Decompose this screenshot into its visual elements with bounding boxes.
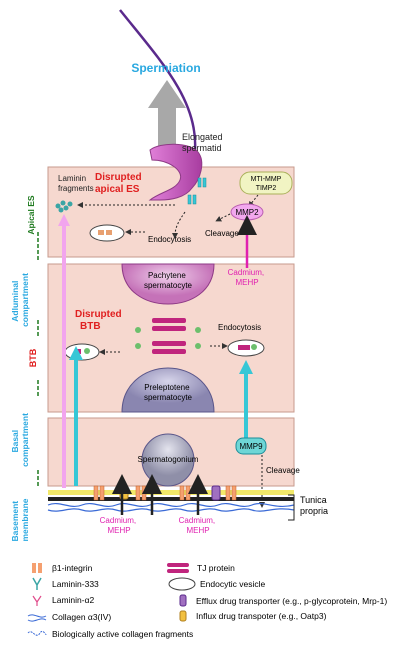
cadmium-mehp-right-label: Cadmium, MEHP — [228, 268, 267, 287]
collagen-fibers — [47, 502, 295, 508]
legend-collagen-fragments: Biologically active collagen fragments — [27, 629, 193, 639]
svg-text:Collagen α3(IV): Collagen α3(IV) — [52, 612, 111, 622]
btb-side-label: BTB — [28, 348, 38, 367]
legend-tj-protein: TJ protein — [167, 563, 235, 573]
disrupted-apical-es-label: Disrupted apical ES — [95, 172, 144, 195]
apical-es-side-label: Apical ES — [26, 195, 36, 235]
legend-laminin-a2: Laminin-α2 — [32, 595, 95, 606]
mt1-mmp-label: MTI-MMP — [251, 176, 282, 183]
endocytosis-top-label: Endocytosis — [148, 235, 191, 244]
efflux-transporter-icon — [211, 485, 221, 501]
basement-side-label: Basement membrane — [10, 498, 30, 541]
apical-es-proteins-icon — [187, 177, 207, 205]
btb-vesicle-left-icon — [64, 343, 100, 361]
spermatogonium-label: Spermatogonium — [138, 455, 199, 464]
tunica-propria-label: Tunica propria — [300, 495, 329, 516]
endocytosis-mid-label: Endocytosis — [218, 323, 261, 332]
spermiation-label: Spermiation — [131, 61, 200, 75]
legend: β1-integrin TJ protein Laminin-333 Endoc… — [27, 563, 387, 639]
laminin-fragments-label: Laminin fragments — [58, 174, 94, 193]
spermatogonium — [141, 433, 195, 487]
svg-text:Laminin-333: Laminin-333 — [52, 579, 99, 589]
cadmium-mehp-mid-label: Cadmium, MEHP — [179, 516, 218, 535]
laminin-fragments-icon — [55, 200, 73, 213]
legend-laminin-333: Laminin-333 — [32, 577, 99, 590]
svg-text:Endocytic vesicle: Endocytic vesicle — [200, 579, 265, 589]
adluminal-side-label: Adluminal compartment — [10, 273, 30, 327]
mt1-mmp-box — [239, 171, 293, 195]
tj-protein-icon — [152, 318, 186, 354]
cadmium-mehp-left-label: Cadmium, MEHP — [100, 516, 139, 535]
elongated-spermatid — [148, 143, 203, 201]
mmp9-icon — [235, 437, 267, 455]
svg-text:Biologically active collagen f: Biologically active collagen fragments — [52, 629, 193, 639]
pachytene-label: Pachytene spermatocyte — [144, 271, 193, 290]
svg-text:Influx drug transpoter (e.g.,: Influx drug transpoter (e.g., Oatp3) — [196, 611, 327, 621]
flagellum — [119, 9, 197, 151]
legend-collagen: Collagen α3(IV) — [27, 612, 111, 622]
spermiation-arrow — [148, 80, 186, 152]
svg-text:Laminin-α2: Laminin-α2 — [52, 595, 95, 605]
legend-influx: Influx drug transpoter (e.g., Oatp3) — [179, 610, 327, 622]
timp2-label: TIMP2 — [256, 185, 277, 192]
legend-endocytic-vesicle: Endocytic vesicle — [168, 577, 265, 591]
svg-text:TJ protein: TJ protein — [197, 563, 235, 573]
preleptotene-label: Preleptotene spermatocyte — [144, 383, 193, 402]
legend-b1-integrin: β1-integrin — [32, 563, 93, 573]
cleavage-top-label: Cleavage — [205, 229, 239, 238]
legend-efflux: Efflux drug transporter (e.g., p-glycopr… — [179, 594, 387, 607]
pachytene-spermatocyte — [121, 263, 215, 305]
mmp2-label: MMP2 — [235, 208, 259, 217]
svg-text:β1-integrin: β1-integrin — [52, 563, 93, 573]
basement-membrane — [48, 490, 294, 495]
basal-side-label: Basal compartment — [10, 413, 30, 467]
elongated-spermatid-label: Elongated spermatid — [182, 132, 225, 153]
preleptotene-spermatocyte — [121, 367, 215, 413]
disrupted-btb-label: Disrupted BTB — [75, 309, 124, 332]
svg-text:Efflux drug transporter (e.g.,: Efflux drug transporter (e.g., p-glycopr… — [196, 596, 387, 606]
cleavage-bottom-label: Cleavage — [266, 466, 300, 475]
tunica-bracket — [288, 494, 295, 521]
mmp9-label: MMP9 — [239, 442, 263, 451]
